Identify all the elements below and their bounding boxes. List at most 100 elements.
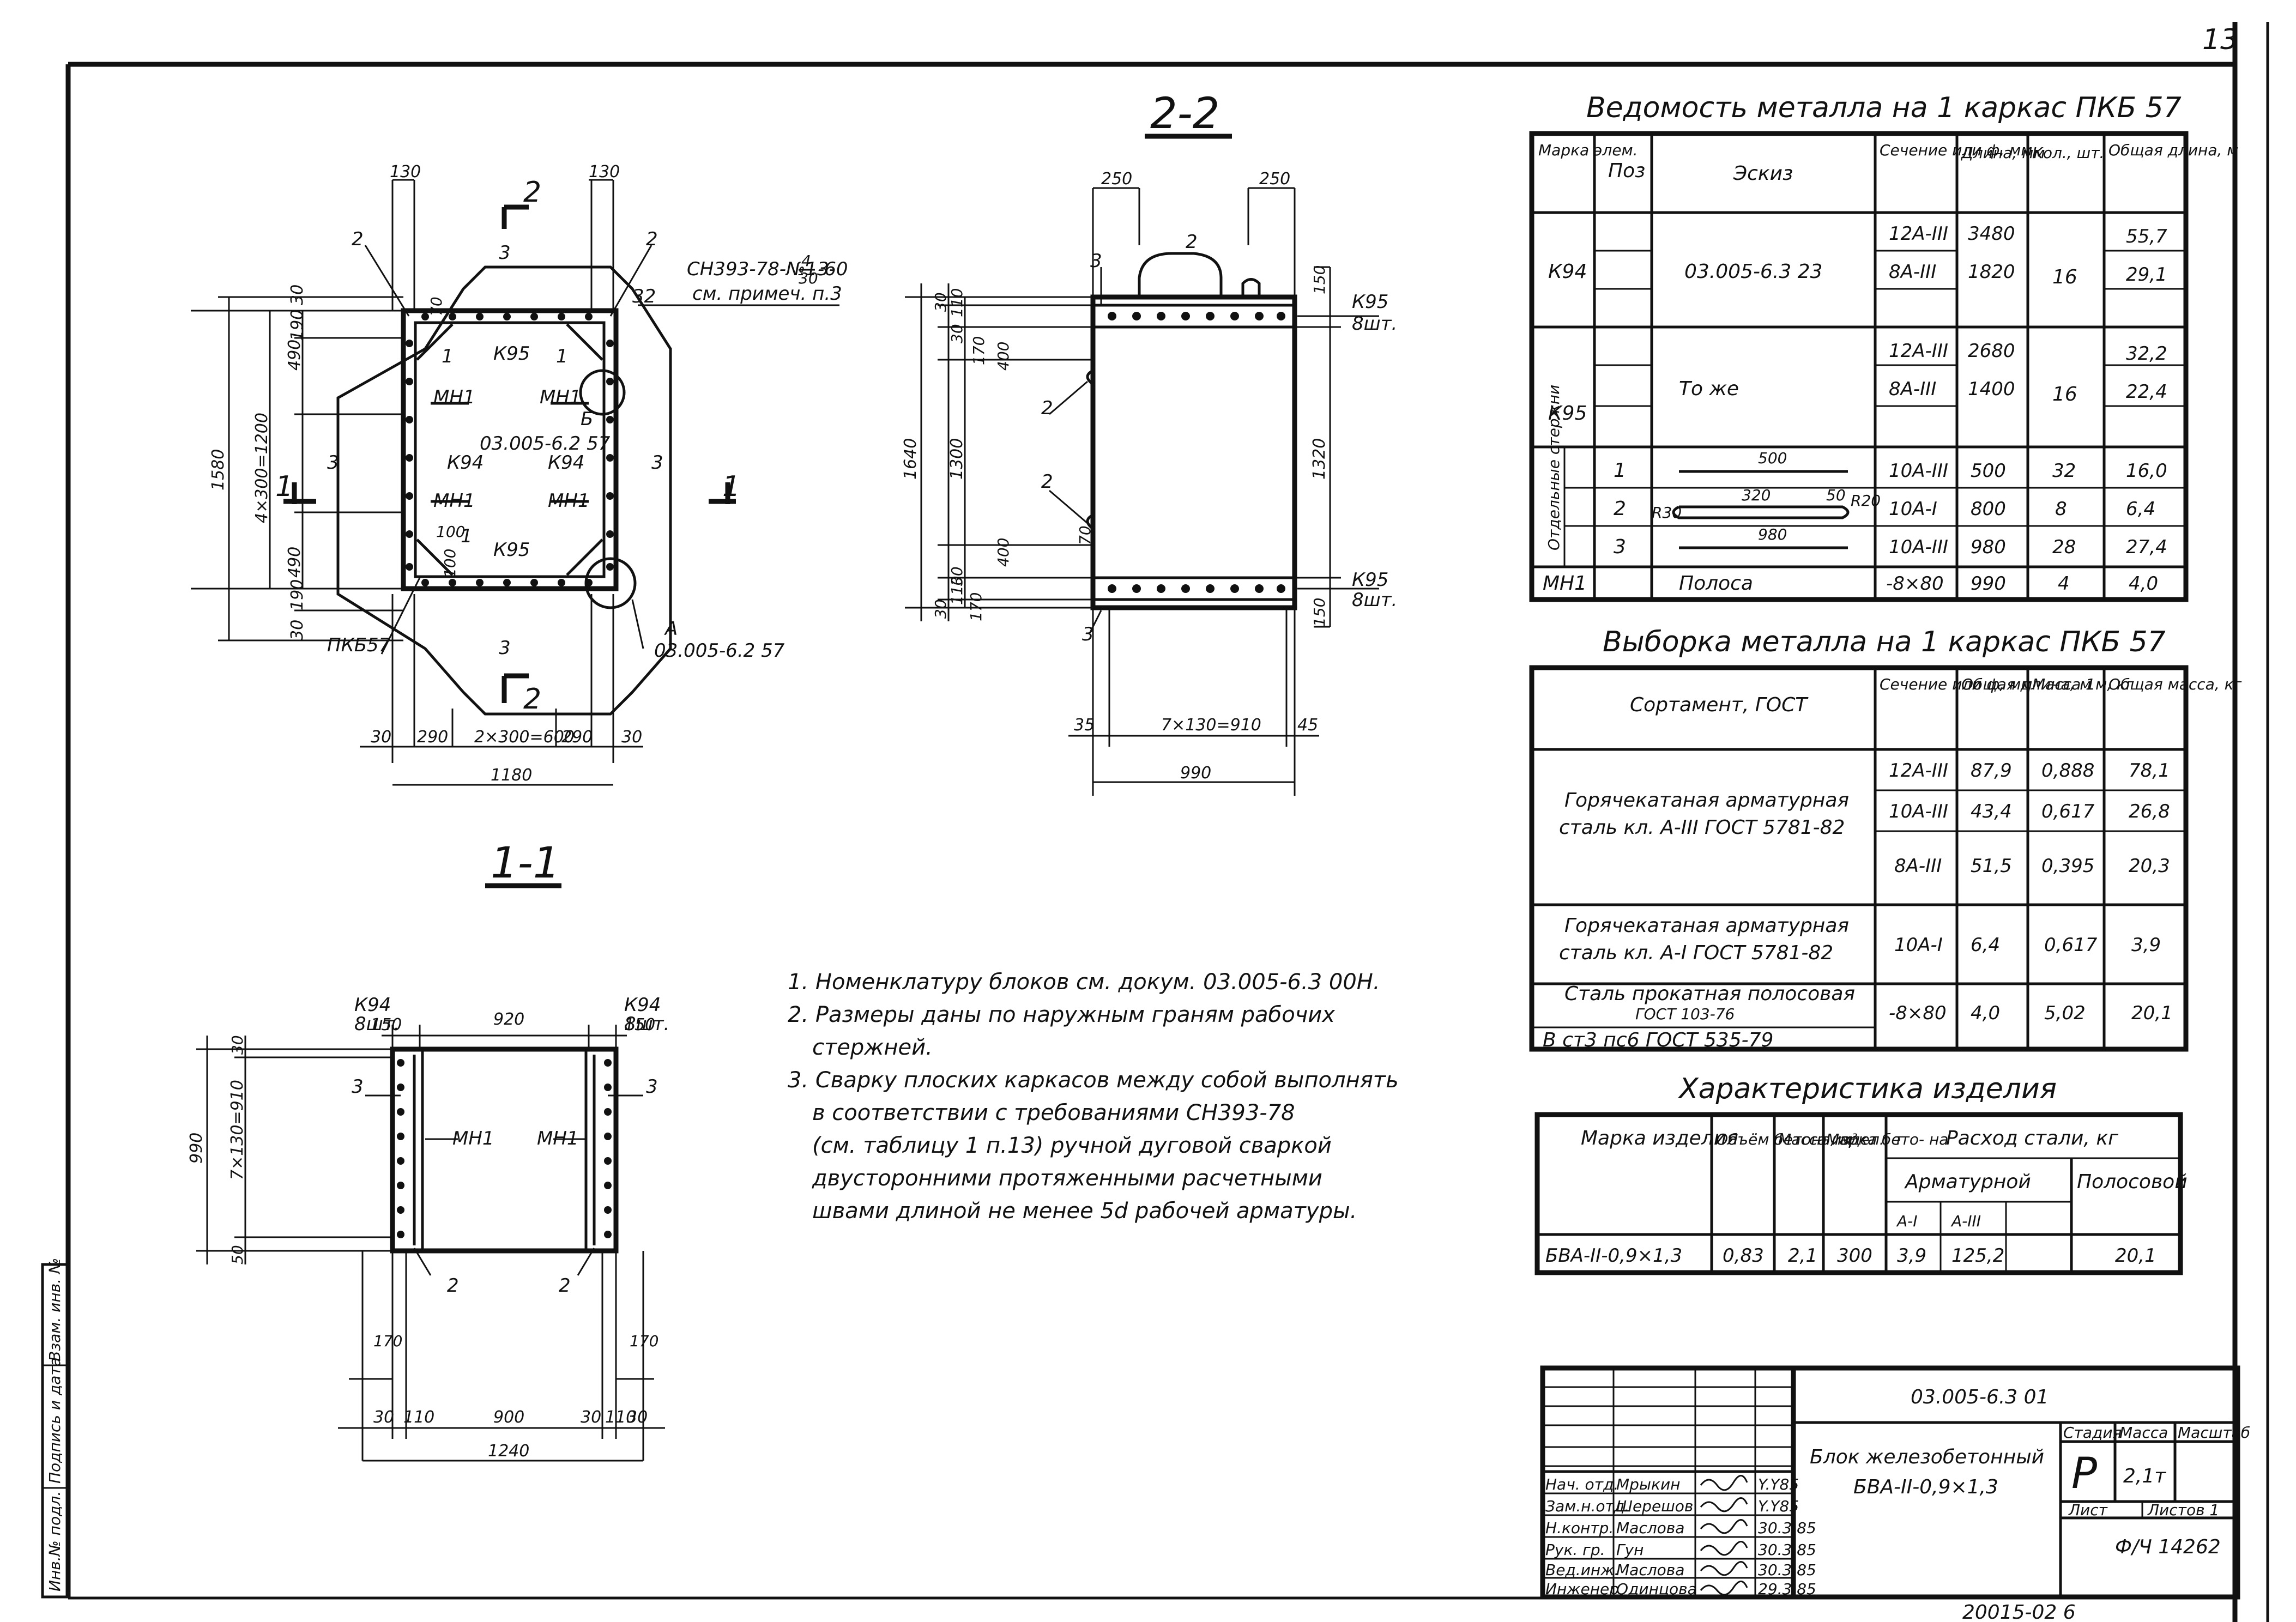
s22-dim-total-left: 1640 bbox=[901, 438, 920, 480]
plan-dim-bottom-3: 290 bbox=[561, 728, 593, 747]
plan-dim-left-3: 490 bbox=[285, 547, 304, 578]
note-line-2: стержней. bbox=[812, 1035, 933, 1060]
tb-stage: Р bbox=[2071, 1449, 2097, 1498]
ms-row2-len: 500 bbox=[1971, 460, 2006, 482]
plan-section-mark-right: 1 bbox=[722, 470, 740, 503]
plan-dim-left-5: 30 bbox=[288, 620, 307, 640]
ms-row0-sketch: 03.005-6.3 23 bbox=[1684, 261, 1822, 283]
ms-h-total: Общая длина, м bbox=[2108, 141, 2238, 159]
plan-pkb-label: ПКБ57 bbox=[327, 634, 391, 656]
tb-sheet-label: Лист bbox=[2068, 1501, 2108, 1519]
plan-dim-left-0: 30 bbox=[288, 285, 307, 305]
signer-5-role: Инженер bbox=[1545, 1580, 1619, 1598]
ps-h-mass: Масса издел., т bbox=[1778, 1130, 1903, 1148]
metal-selection-table: Выборка металла на 1 каркас ПКБ 57 Сорта… bbox=[1529, 626, 2242, 1052]
plan-callout-mn1-d: МН1 bbox=[548, 490, 590, 512]
signer-4-name: Маслова bbox=[1616, 1561, 1684, 1579]
ms-row2-pos: 1 bbox=[1614, 459, 1626, 482]
sel-g0-r2-m1: 0,395 bbox=[2041, 855, 2094, 877]
note-line-4: в соответствии с требованиями СН393-78 bbox=[812, 1100, 1295, 1125]
sel-g0-r0-sec: 12А-III bbox=[1889, 760, 1948, 782]
tb-footer-code: 20015-02 6 bbox=[1962, 1601, 2076, 1622]
ms-h-pos: Поз bbox=[1608, 160, 1645, 182]
sel-h-total: Общая масса, кг bbox=[2108, 675, 2242, 693]
signer-4-date: 30.3.85 bbox=[1758, 1561, 1816, 1579]
side-stamp-replace: Взам. инв. № bbox=[46, 1258, 64, 1361]
ms-row0-sec1: 8А-III bbox=[1889, 261, 1936, 283]
notes: 1. Номенклатуру блоков см. докум. 03.005… bbox=[788, 970, 1399, 1224]
s22-k95-top-qty: 8шт. bbox=[1352, 313, 1397, 335]
ps-row-volume: 0,83 bbox=[1723, 1245, 1764, 1267]
ms-h-section: Сечение или ф, мм bbox=[1880, 141, 2032, 159]
product-spec-title: Характеристика изделия bbox=[1677, 1073, 2057, 1105]
s22-dim-top-0: 250 bbox=[1101, 170, 1132, 189]
sel-g1-r0-m1: 0,617 bbox=[2044, 934, 2098, 956]
s11-pos2-right: 2 bbox=[559, 1275, 571, 1297]
plan-dim-small: 70 bbox=[427, 296, 445, 316]
s22-dim-left-7: 30 bbox=[948, 566, 966, 586]
ps-h-steel: Расход стали, кг bbox=[1946, 1127, 2119, 1149]
tb-mass-label: Масса bbox=[2119, 1424, 2168, 1442]
s22-dim-right-small-0: 150 bbox=[1310, 265, 1328, 294]
signature-4 bbox=[1700, 1561, 1748, 1576]
s22-dim-right: 1320 bbox=[1310, 438, 1329, 480]
tb-signers: Нач. отд. Мрыкин Y.Y85 Зам.н.отд. Шерешо… bbox=[1545, 1475, 1816, 1598]
plan-callout-pos3-bottom: 3 bbox=[499, 637, 511, 659]
sel-g0-r2-sec: 8А-III bbox=[1894, 855, 1942, 877]
ms-row1-sec1: 8А-III bbox=[1889, 378, 1936, 400]
side-stamp: Инв.№ подл. Подпись и дата Взам. инв. № bbox=[41, 1258, 69, 1599]
signer-4-role: Вед.инж. bbox=[1545, 1561, 1619, 1579]
s11-pos2-left: 2 bbox=[447, 1275, 459, 1297]
note-line-3: 3. Сварку плоских каркасов между собой в… bbox=[788, 1068, 1399, 1093]
s11-dim-bottom-5: 30 bbox=[627, 1408, 648, 1427]
s22-pos2-c: 2 bbox=[1041, 471, 1053, 493]
section-2-2-rebars bbox=[1108, 312, 1285, 593]
signature-3 bbox=[1700, 1541, 1748, 1556]
sel-g0-r1-sec: 10А-III bbox=[1889, 801, 1948, 822]
s11-dimensions: 150 920 150 30 7×130=910 50 990 170 17 bbox=[187, 1010, 665, 1462]
ms-row4-len: 980 bbox=[1971, 536, 2006, 558]
sel-g0-name0: Горячекатаная арматурная bbox=[1564, 789, 1849, 812]
sel-g1-name1: сталь кл. А-I ГОСТ 5781-82 bbox=[1559, 942, 1833, 964]
plan-callout-one-a: 1 bbox=[442, 346, 454, 367]
sel-g2-r0-len: 4,0 bbox=[1971, 1002, 2000, 1024]
tb-name-line2: БВА-II-0,9×1,3 bbox=[1853, 1476, 1998, 1498]
s22-k95-bottom: К95 bbox=[1352, 569, 1388, 591]
plan-view: 2 2 1 1 2 2 3 3 3 3 32 К95 К95 К94 К94 М… bbox=[191, 162, 848, 786]
s11-k94-right-qty: 8шт. bbox=[624, 1013, 669, 1035]
s22-k95-bottom-qty: 8шт. bbox=[1352, 589, 1397, 611]
ms-row2-tot: 16,0 bbox=[2126, 460, 2167, 482]
s22-dim-left-2: 30 bbox=[948, 324, 966, 343]
tb-doc-code: 03.005-6.3 01 bbox=[1911, 1386, 2049, 1408]
ms-row3-sketch-extra2: R30 bbox=[1652, 504, 1682, 522]
s11-k94-right: К94 bbox=[624, 994, 661, 1016]
sel-g0-r0-tot: 78,1 bbox=[2129, 760, 2170, 782]
weld-frac-bottom: 30 bbox=[799, 269, 818, 287]
signer-0-role: Нач. отд. bbox=[1545, 1475, 1618, 1493]
metal-selection-title: Выборка металла на 1 каркас ПКБ 57 bbox=[1603, 626, 2166, 658]
ps-row-mark: БВА-II-0,9×1,3 bbox=[1545, 1245, 1682, 1267]
product-spec-table: Характеристика изделия Марка изделия Объ… bbox=[1534, 1073, 2188, 1275]
plan-section-mark-bottom: 2 bbox=[523, 683, 541, 716]
s22-pos3-b: 3 bbox=[1082, 624, 1094, 645]
ms-row0-mark: К94 bbox=[1548, 261, 1587, 283]
s22-dim-left-6: 400 bbox=[994, 538, 1012, 567]
ms-h-length: Длина, мм bbox=[1960, 144, 2045, 162]
sel-g0-r0-m1: 0,888 bbox=[2041, 760, 2094, 782]
ms-row2-sec: 10А-III bbox=[1889, 460, 1948, 482]
sel-g2-name2: В ст3 пс6 ГОСТ 535-79 bbox=[1543, 1029, 1773, 1051]
ps-row-ai: 3,9 bbox=[1897, 1245, 1926, 1267]
plan-dim-bottom-4: 30 bbox=[621, 728, 642, 747]
sel-g0-r1-tot: 26,8 bbox=[2129, 801, 2170, 822]
s11-dim-left-0: 30 bbox=[228, 1035, 246, 1055]
ms-row5-len: 990 bbox=[1971, 573, 2006, 595]
ms-row5-sec: -8×80 bbox=[1886, 573, 1944, 595]
s22-dim-right-small-1: 150 bbox=[1310, 598, 1328, 627]
side-stamp-inv: Инв.№ подл. bbox=[46, 1491, 64, 1591]
plan-callout-k94-right: К94 bbox=[548, 452, 584, 474]
s22-dim-left-9: 30 bbox=[932, 599, 950, 619]
plan-dim-inner-vertical: 4×300=1200 bbox=[252, 413, 271, 523]
tb-sheets-label: Листов 1 bbox=[2147, 1501, 2219, 1519]
plan-callout-mn1-a: МН1 bbox=[433, 386, 475, 408]
